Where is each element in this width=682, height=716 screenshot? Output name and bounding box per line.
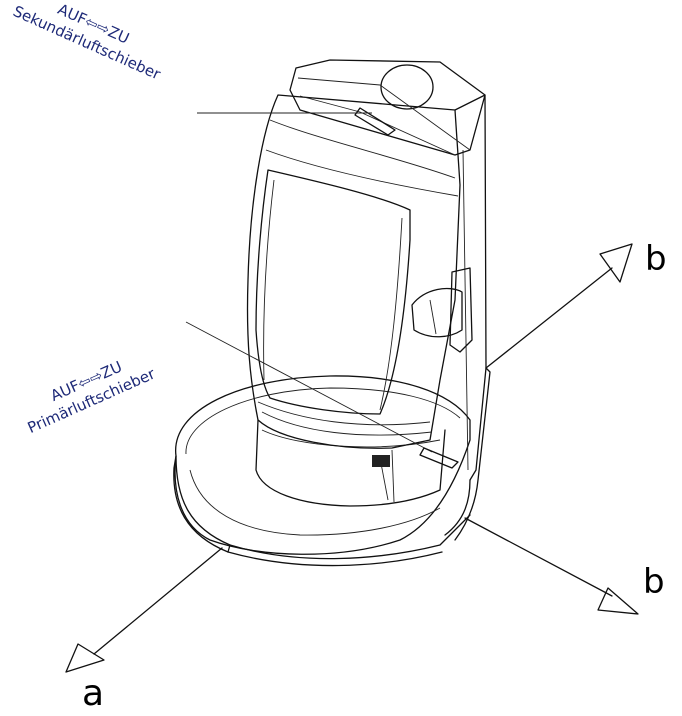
direction-b-upper-label: b <box>645 239 667 279</box>
secondary-slider-label-group: AUF⇦⇨ZU Sekundärluftschieber <box>10 0 164 84</box>
primary-slider-label-group: AUF⇦⇨ZU Primärluftschieber <box>25 357 159 437</box>
lower-body <box>255 419 446 507</box>
arrow-b-upper <box>485 243 633 369</box>
direction-b-lower-label: b <box>643 562 665 602</box>
flue-collar <box>380 64 434 110</box>
direction-a-label: a <box>82 673 104 712</box>
primary-slider-leader <box>185 321 459 469</box>
door-handle <box>411 267 473 353</box>
top-lid <box>289 59 486 156</box>
base-plate <box>173 375 471 567</box>
viewing-window <box>255 169 411 415</box>
arrow-a <box>65 547 223 673</box>
main-body <box>246 94 461 449</box>
arrow-b-lower <box>464 517 639 615</box>
